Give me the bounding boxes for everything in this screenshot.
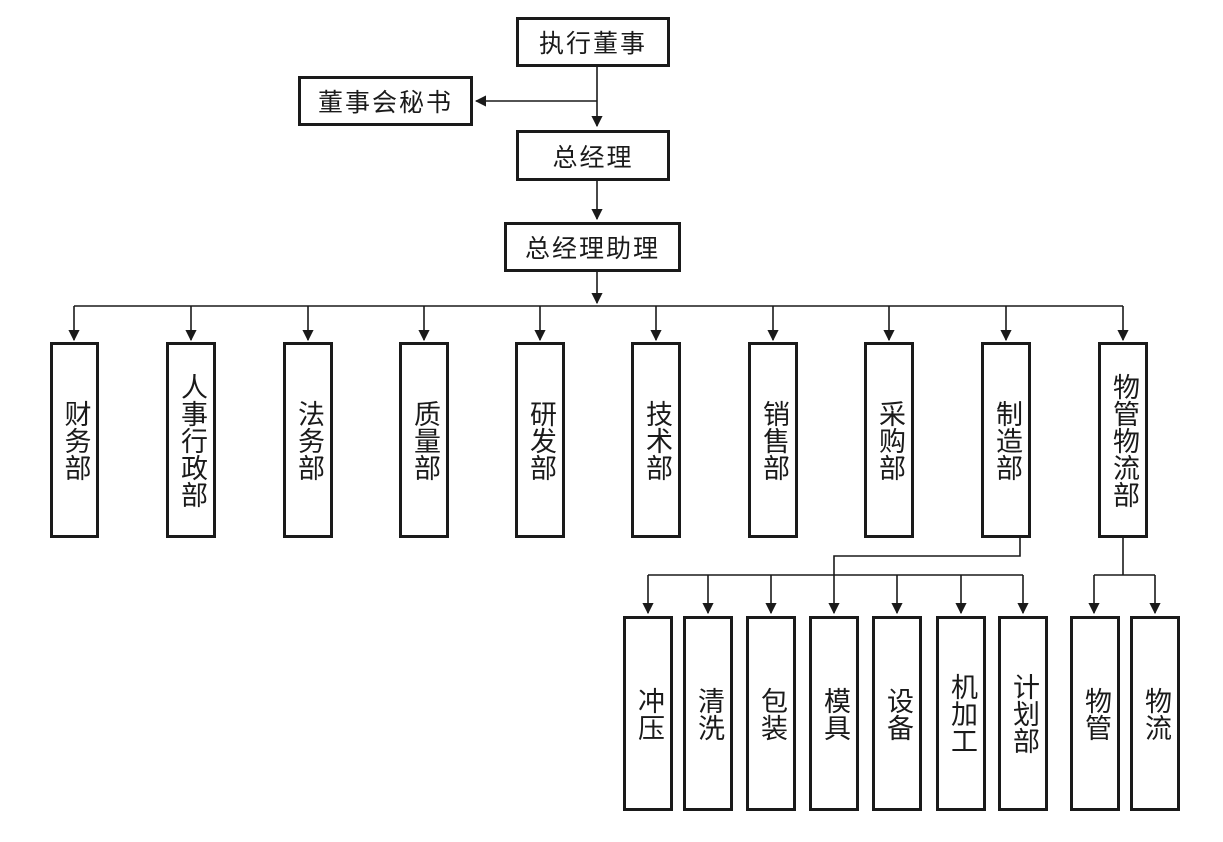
unit-cleaning-box: 清洗 [683, 616, 733, 811]
dept-quality-box: 质量部 [399, 342, 449, 538]
dept-hr-admin-box: 人事行政部 [166, 342, 216, 538]
unit-logistics-flow-label: 物流 [1140, 686, 1171, 741]
unit-machining-label: 机加工 [946, 673, 977, 754]
dept-quality-label: 质量部 [409, 399, 440, 481]
unit-stamping-label: 冲压 [633, 686, 664, 741]
dept-technology-box: 技术部 [631, 342, 681, 538]
unit-packaging-box: 包装 [746, 616, 796, 811]
dept-logistics-label: 物管物流部 [1108, 372, 1139, 508]
dept-legal-box: 法务部 [283, 342, 333, 538]
unit-materials-label: 物管 [1080, 686, 1111, 741]
dept-rnd-label: 研发部 [525, 399, 556, 481]
dept-purchasing-label: 采购部 [874, 399, 905, 481]
unit-cleaning-label: 清洗 [693, 686, 724, 741]
dept-rnd-box: 研发部 [515, 342, 565, 538]
board-secretary-box: 董事会秘书 [298, 76, 473, 126]
gm-assistant-box: 总经理助理 [504, 222, 681, 272]
dept-legal-label: 法务部 [293, 399, 324, 481]
board-secretary-label: 董事会秘书 [317, 88, 453, 117]
unit-logistics-flow-box: 物流 [1130, 616, 1180, 811]
unit-planning-label: 计划部 [1008, 673, 1039, 754]
unit-mold-label: 模具 [819, 686, 850, 741]
line-mfg-to-bus [833, 538, 1021, 575]
dept-finance-label: 财务部 [59, 399, 91, 481]
unit-packaging-label: 包装 [756, 686, 787, 741]
dept-hr-admin-label: 人事行政部 [176, 372, 207, 508]
general-manager-label: 总经理 [552, 142, 634, 172]
executive-director-label: 执行董事 [538, 29, 647, 58]
gm-assistant-label: 总经理助理 [524, 234, 660, 263]
dept-finance-box: 财务部 [50, 342, 99, 538]
dept-manufacturing-box: 制造部 [981, 342, 1031, 538]
unit-materials-box: 物管 [1070, 616, 1120, 811]
unit-stamping-box: 冲压 [623, 616, 673, 811]
executive-director-box: 执行董事 [516, 17, 670, 67]
unit-equipment-box: 设备 [872, 616, 922, 811]
unit-planning-box: 计划部 [998, 616, 1048, 811]
unit-machining-box: 机加工 [936, 616, 986, 811]
dept-sales-label: 销售部 [758, 399, 789, 481]
dept-technology-label: 技术部 [641, 399, 672, 481]
dept-logistics-box: 物管物流部 [1098, 342, 1148, 538]
general-manager-box: 总经理 [516, 130, 670, 181]
unit-mold-box: 模具 [809, 616, 859, 811]
dept-sales-box: 销售部 [748, 342, 798, 538]
unit-equipment-label: 设备 [882, 686, 913, 741]
dept-purchasing-box: 采购部 [864, 342, 914, 538]
dept-manufacturing-label: 制造部 [991, 399, 1022, 481]
